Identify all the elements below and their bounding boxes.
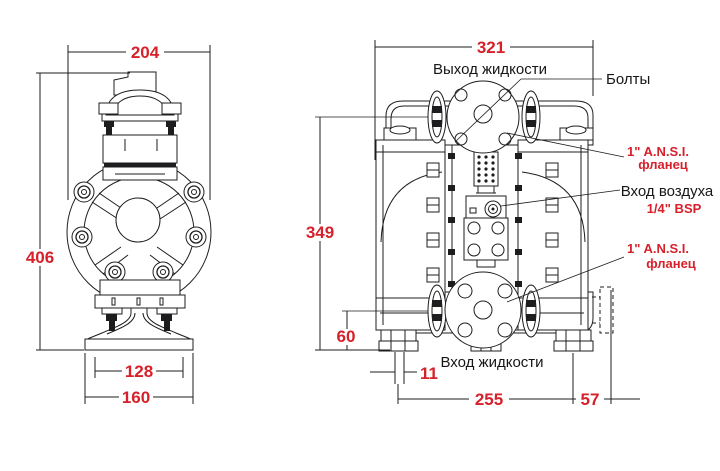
dim-height-60: 60 bbox=[337, 327, 356, 346]
body-bolt bbox=[183, 181, 205, 203]
side-flange-dashed bbox=[592, 286, 614, 334]
pump-body-circle bbox=[66, 159, 212, 305]
dim-offset-57: 57 bbox=[581, 390, 600, 409]
leader-flange-bottom bbox=[506, 256, 625, 303]
lower-manifold bbox=[94, 279, 186, 331]
band-clamp bbox=[521, 284, 541, 338]
dim-base-outer-160: 160 bbox=[122, 388, 150, 407]
center-port bbox=[115, 197, 161, 243]
body-bolt bbox=[73, 181, 95, 203]
label-fluid-inlet: Вход жидкости bbox=[440, 354, 543, 371]
dim-width-204: 204 bbox=[131, 43, 160, 62]
label-air-inlet: Вход воздуха bbox=[621, 183, 714, 200]
pump-front-view: 204 406 128 160 bbox=[24, 43, 212, 407]
right-foot bbox=[553, 329, 594, 352]
dim-offset-11: 11 bbox=[420, 364, 438, 383]
band-clamp bbox=[427, 284, 447, 338]
band-clamp bbox=[427, 90, 447, 144]
base-legs bbox=[84, 308, 194, 351]
top-clamp bbox=[98, 89, 182, 135]
label-air-inlet-size: 1/4" BSP bbox=[647, 201, 702, 216]
body-bolt bbox=[71, 226, 93, 248]
chamber-bolt bbox=[545, 162, 559, 178]
muffler bbox=[473, 151, 499, 194]
leader-lines bbox=[500, 78, 625, 303]
pump-side-view: 321 349 60 11 255 57 Выход жидкости bbox=[304, 38, 714, 409]
outlet-flange bbox=[446, 78, 522, 154]
leader-air-inlet bbox=[500, 189, 621, 207]
body-bolt bbox=[104, 261, 126, 283]
base-plate bbox=[84, 338, 194, 351]
left-foot bbox=[378, 329, 419, 352]
label-fluid-outlet: Выход жидкости bbox=[433, 61, 547, 78]
body-bolt bbox=[152, 261, 174, 283]
label-ansi-flange-bottom-line1: 1" A.N.S.I. bbox=[627, 241, 689, 256]
chamber-bolt bbox=[426, 162, 440, 178]
annotation-labels: Выход жидкости Болты 1" A.N.S.I. фланец … bbox=[433, 61, 714, 371]
body-bolt bbox=[185, 226, 207, 248]
chamber-bolt bbox=[426, 267, 440, 283]
chamber-bolt bbox=[545, 267, 559, 283]
chamber-bolt bbox=[426, 197, 440, 213]
chamber-bolt bbox=[545, 197, 559, 213]
dimensions-side-view: 321 349 60 11 255 57 bbox=[304, 38, 640, 409]
inlet-flange bbox=[444, 271, 522, 349]
label-ansi-flange-top-line2: фланец bbox=[638, 157, 688, 172]
dim-height-349: 349 bbox=[306, 223, 334, 242]
label-ansi-flange-top-line1: 1" A.N.S.I. bbox=[627, 144, 689, 159]
upper-manifold bbox=[102, 134, 178, 181]
valve-plate bbox=[463, 217, 509, 268]
dim-span-255: 255 bbox=[475, 390, 503, 409]
band-clamp bbox=[521, 90, 541, 144]
chamber-bolt bbox=[426, 232, 440, 248]
dim-height-406: 406 bbox=[26, 248, 54, 267]
leader-flange-top bbox=[506, 132, 625, 158]
dim-base-inner-128: 128 bbox=[125, 362, 153, 381]
air-valve bbox=[465, 195, 507, 219]
label-bolts: Болты bbox=[606, 71, 650, 88]
chamber-bolt bbox=[545, 232, 559, 248]
label-ansi-flange-bottom-line2: фланец bbox=[646, 256, 696, 271]
dim-width-321: 321 bbox=[477, 38, 505, 57]
dimensions-front-view: 204 406 128 160 bbox=[24, 43, 211, 407]
